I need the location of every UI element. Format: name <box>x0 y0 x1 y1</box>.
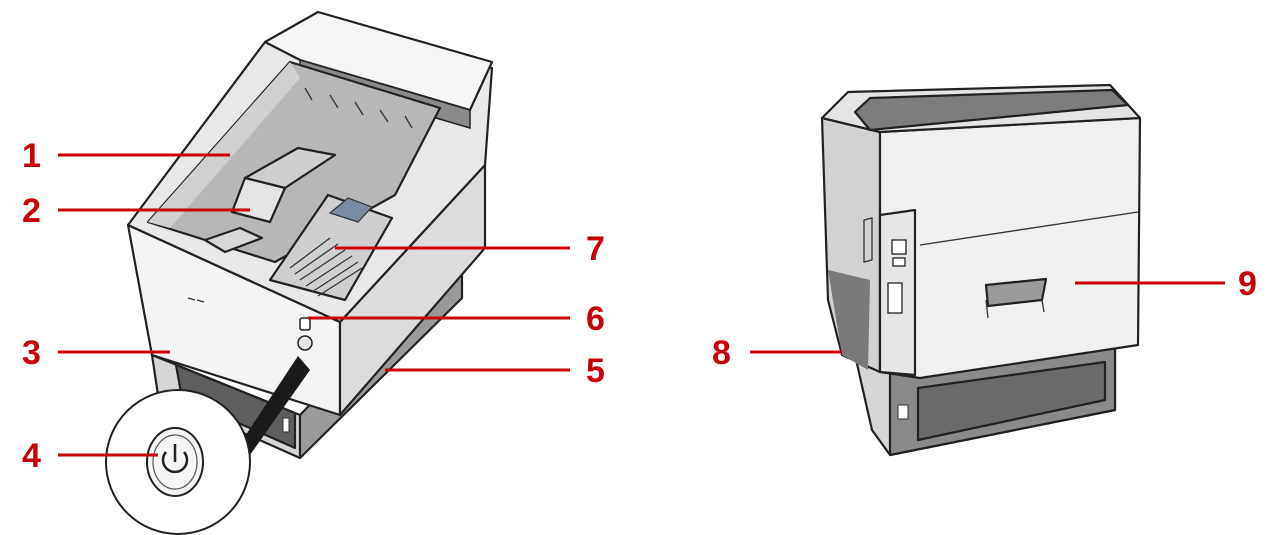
callout-number-5: 5 <box>586 352 605 390</box>
callout-number-8: 8 <box>712 334 731 372</box>
callout-number-2: 2 <box>22 192 41 230</box>
callout-2: 2 <box>22 192 250 230</box>
callout-number-1: 1 <box>22 137 41 175</box>
usb-memory-slot <box>299 317 311 331</box>
front-printer-illustration <box>105 10 494 535</box>
callout-3: 3 <box>22 334 170 372</box>
operation-panel-keys <box>289 237 363 297</box>
callout-9: 9 <box>1075 265 1257 303</box>
power-symbol-icon <box>161 444 189 474</box>
callout-7: 7 <box>335 230 605 268</box>
callout-number-9: 9 <box>1238 265 1257 303</box>
zoom-pointer <box>228 356 310 472</box>
callout-6: 6 <box>308 300 605 338</box>
callout-number-6: 6 <box>586 300 605 338</box>
callout-number-7: 7 <box>586 230 605 268</box>
callout-number-4: 4 <box>22 437 41 475</box>
callout-5: 5 <box>385 352 605 390</box>
power-switch-small <box>297 335 313 351</box>
callout-number-3: 3 <box>22 334 41 372</box>
operation-panel-display <box>328 197 374 223</box>
callout-8: 8 <box>712 334 842 372</box>
rear-printer-illustration <box>820 83 1142 457</box>
operation-panel <box>268 193 394 302</box>
callout-1: 1 <box>22 137 230 175</box>
callout-4: 4 <box>22 437 158 475</box>
